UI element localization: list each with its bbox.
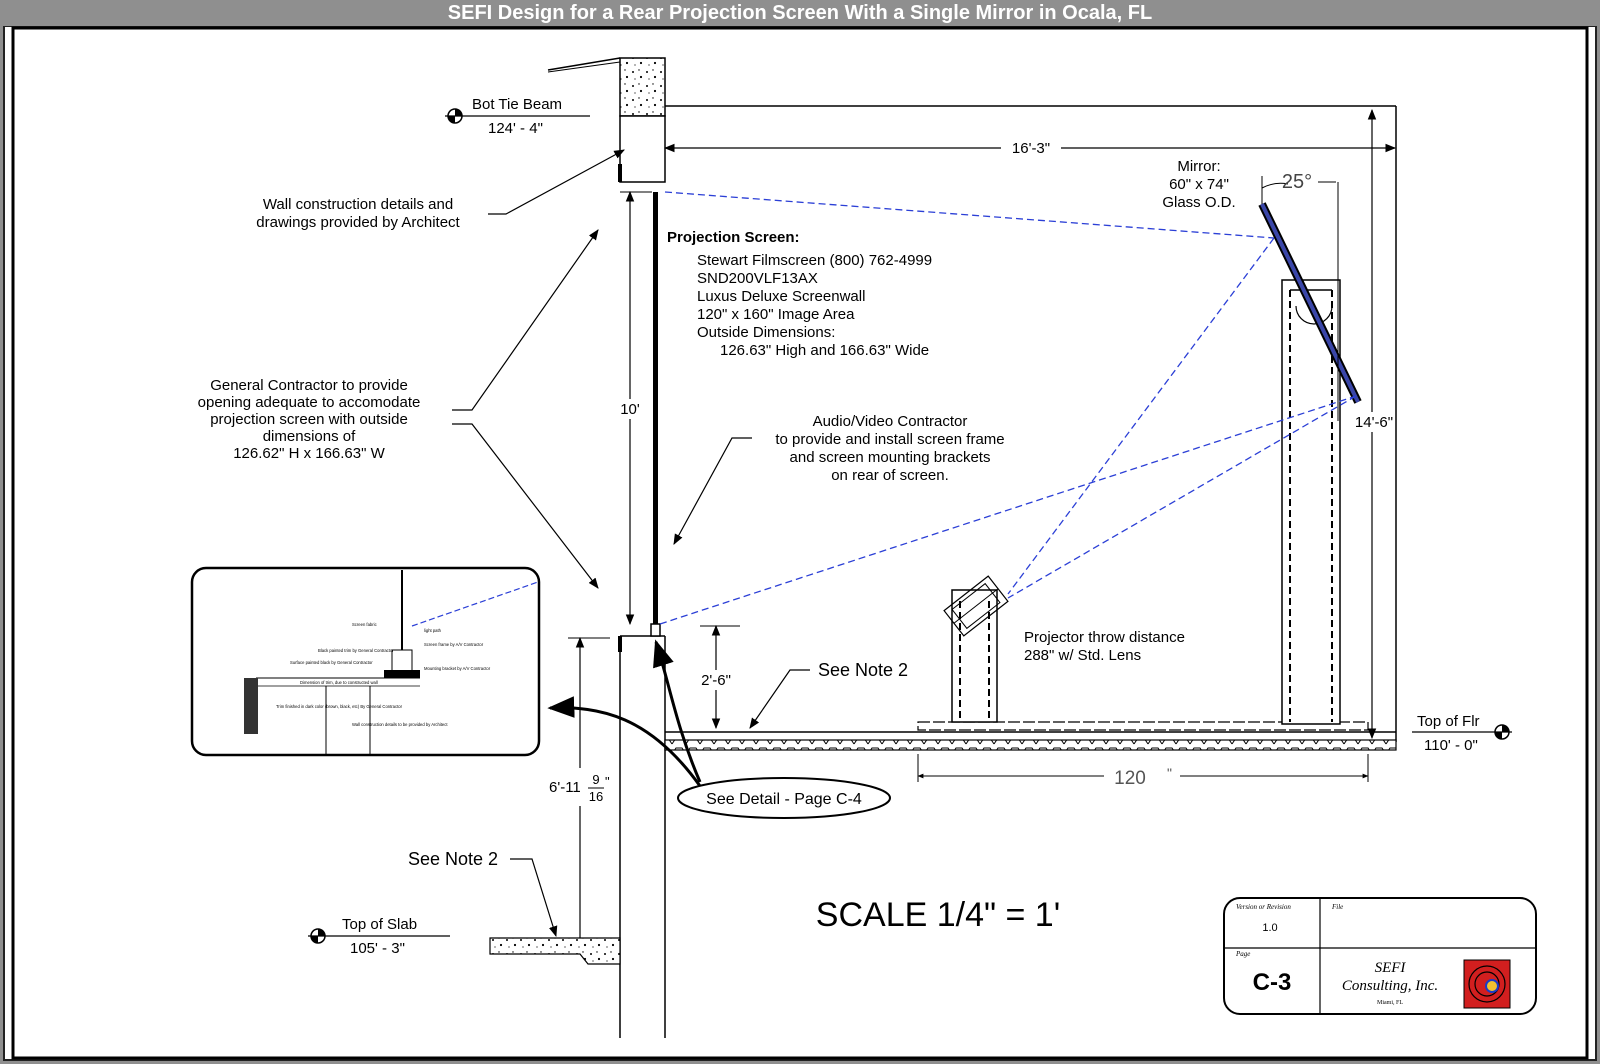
projection-screen-line-1: Stewart Filmscreen (800) 762-4999 bbox=[697, 252, 932, 269]
inset-label-7: Dimension of trim, due to constructed wa… bbox=[300, 680, 378, 685]
drawing-sheet: 16'-3" 10' 14'-6" 2'-6" 6'-11 9 16 " 120… bbox=[0, 26, 1600, 1064]
title-block: Version or Revision 1.0 File Page C-3 SE… bbox=[1223, 897, 1537, 1015]
projection-screen bbox=[653, 192, 658, 626]
av-contractor-line-4: on rear of screen. bbox=[831, 467, 949, 484]
upper-wall-block bbox=[619, 115, 666, 183]
company-line-2: Consulting, Inc. bbox=[1342, 978, 1438, 994]
page-title: SEFI Design for a Rear Projection Screen… bbox=[447, 2, 1153, 24]
see-note-2-lower-label: See Note 2 bbox=[408, 849, 498, 869]
see-note-2-label: See Note 2 bbox=[818, 660, 908, 680]
mirror-line-2: 60" x 74" bbox=[1169, 176, 1229, 193]
bot-tie-beam-value: 124' - 4" bbox=[488, 120, 543, 137]
floor-depth-denominator: 16 bbox=[589, 789, 603, 804]
projector-icon bbox=[943, 575, 1009, 637]
mirror-angle: 25° bbox=[1282, 171, 1312, 193]
mirror-line-3: Glass O.D. bbox=[1162, 194, 1235, 211]
wall-column bbox=[547, 57, 666, 1038]
inset-label-9: Wall construction details to be provided… bbox=[352, 722, 448, 727]
inner-border bbox=[11, 26, 1589, 1060]
version-value: 1.0 bbox=[1262, 922, 1277, 934]
projection-screen-line-2: SND200VLF13AX bbox=[697, 270, 818, 287]
elevation-top-of-flr: Top of Flr 110' - 0" bbox=[1412, 713, 1512, 754]
floor-width-dimension: 120 bbox=[1114, 768, 1146, 789]
top-of-slab-value: 105' - 3" bbox=[350, 940, 405, 957]
drawing-canvas: 16'-3" 10' 14'-6" 2'-6" 6'-11 9 16 " 120… bbox=[3, 26, 1597, 1061]
floor-depth-numerator: 9 bbox=[592, 772, 599, 787]
floor-depth-unit: " bbox=[605, 774, 610, 789]
projector-throw-line-1: Projector throw distance bbox=[1024, 629, 1185, 646]
top-of-flr-value: 110' - 0" bbox=[1424, 737, 1478, 754]
projection-screen-line-3: Luxus Deluxe Screenwall bbox=[697, 288, 865, 305]
projector-stand bbox=[943, 575, 1009, 723]
av-contractor-line-2: to provide and install screen frame bbox=[775, 431, 1004, 448]
version-label: Version or Revision bbox=[1236, 903, 1291, 911]
note-mirror: Mirror: 60" x 74" Glass O.D. bbox=[1162, 158, 1235, 211]
inset-label-1: Screen fabric bbox=[352, 622, 377, 627]
see-detail-callout: See Detail - Page C-4 bbox=[547, 639, 891, 819]
inset-label-4: Black painted trim by General Contractor bbox=[318, 648, 394, 653]
mirror-height-dimension: 14'-6" bbox=[1355, 414, 1393, 431]
projection-screen-title: Projection Screen: bbox=[667, 229, 800, 246]
company-location: Miami, FL bbox=[1377, 1000, 1403, 1006]
company-line-1: SEFI bbox=[1375, 960, 1407, 976]
note-projection-screen: Projection Screen: Stewart Filmscreen (8… bbox=[667, 229, 932, 359]
light-path bbox=[659, 191, 1357, 625]
av-contractor-line-3: and screen mounting brackets bbox=[790, 449, 991, 466]
elevation-bot-tie-beam: Bot Tie Beam 124' - 4" bbox=[445, 96, 590, 137]
general-contractor-line-1: General Contractor to provide bbox=[210, 377, 408, 394]
general-contractor-line-5: 126.62" H x 166.63" W bbox=[233, 445, 385, 462]
floor-width-unit: " bbox=[1167, 765, 1172, 781]
screen-height-dimension: 10' bbox=[620, 401, 640, 418]
projection-screen-dims: 126.63" High and 166.63" Wide bbox=[720, 342, 929, 359]
slab-section bbox=[489, 937, 621, 965]
tie-beam-concrete bbox=[619, 57, 666, 117]
note-see-note-2: See Note 2 bbox=[749, 660, 908, 729]
bot-tie-beam-label: Bot Tie Beam bbox=[472, 96, 562, 113]
mirror-line-1: Mirror: bbox=[1177, 158, 1220, 175]
top-of-flr-label: Top of Flr bbox=[1417, 713, 1480, 730]
floor-depth-dimension: 6'-11 bbox=[549, 779, 581, 796]
page-number: C-3 bbox=[1253, 969, 1292, 996]
general-contractor-line-2: opening adequate to accomodate bbox=[198, 394, 421, 411]
sefi-logo-icon bbox=[1463, 959, 1511, 1009]
note-av-contractor: Audio/Video Contractor to provide and in… bbox=[673, 413, 1005, 545]
inset-label-6: Mounting bracket by A/V Contractor bbox=[424, 666, 491, 671]
projection-screen-line-4: 120" x 160" Image Area bbox=[697, 306, 855, 323]
file-label: File bbox=[1331, 903, 1343, 911]
detail-inset: Screen fabric light path Screen frame by… bbox=[190, 566, 541, 757]
inset-label-5: Surface painted black by General Contrac… bbox=[290, 660, 373, 665]
general-contractor-line-4: dimensions of bbox=[263, 428, 356, 445]
note-wall-construction: Wall construction details and drawings p… bbox=[256, 149, 625, 231]
screen-bottom-dimension: 2'-6" bbox=[701, 672, 731, 689]
note-see-note-2-lower: See Note 2 bbox=[408, 849, 558, 938]
inset-label-3: Screen frame by A/V Contractor bbox=[424, 642, 484, 647]
top-of-slab-label: Top of Slab bbox=[342, 916, 417, 933]
note-projector-throw: Projector throw distance 288" w/ Std. Le… bbox=[1024, 629, 1185, 664]
general-contractor-line-3: projection screen with outside bbox=[210, 411, 408, 428]
inset-label-8: Trim finished in dark color (brown, blac… bbox=[276, 704, 403, 709]
projection-screen-line-5: Outside Dimensions: bbox=[697, 324, 835, 341]
wall-construction-line-1: Wall construction details and bbox=[263, 196, 453, 213]
av-contractor-line-1: Audio/Video Contractor bbox=[813, 413, 968, 430]
projector-throw-line-2: 288" w/ Std. Lens bbox=[1024, 647, 1141, 664]
note-general-contractor: General Contractor to provide opening ad… bbox=[198, 229, 599, 589]
see-detail-label: See Detail - Page C-4 bbox=[706, 791, 862, 808]
elevation-top-of-slab: Top of Slab 105' - 3" bbox=[308, 916, 450, 957]
wall-construction-line-2: drawings provided by Architect bbox=[256, 214, 460, 231]
scale-label: SCALE 1/4" = 1' bbox=[816, 896, 1060, 934]
width-top-dimension: 16'-3" bbox=[1012, 140, 1050, 157]
page-label: Page bbox=[1235, 950, 1250, 958]
inset-label-2: light path bbox=[424, 628, 442, 633]
